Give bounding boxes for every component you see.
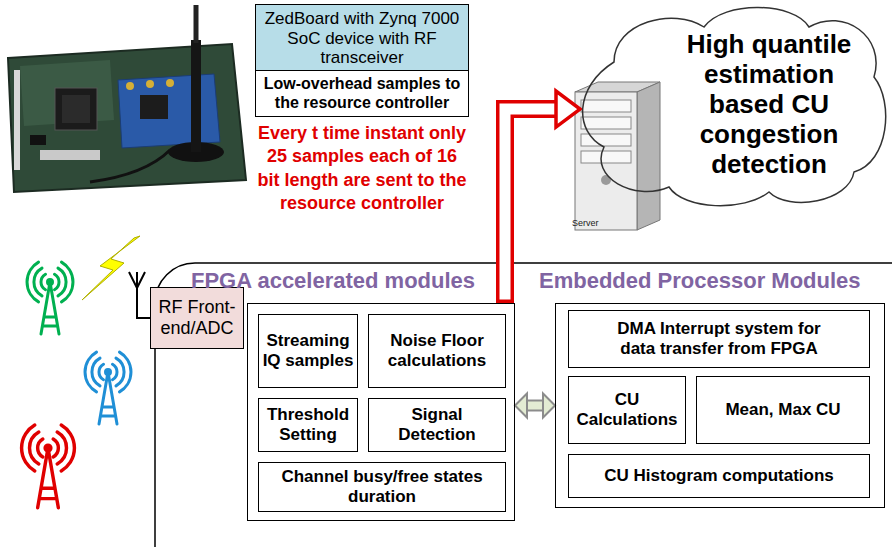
box-text: Low-overhead samples to the resource con…	[259, 75, 465, 112]
module-box: Noise Floor calculations	[368, 314, 506, 388]
cloud-node: High quantile estimation based CU conges…	[574, 2, 888, 208]
module-box: Channel busy/free states duration	[258, 462, 506, 512]
wireless-bolt	[82, 236, 140, 300]
box-text: Threshold Setting	[262, 405, 354, 444]
arrow-head	[515, 394, 527, 418]
box-text: Signal Detection	[372, 405, 502, 444]
rf-card	[118, 74, 220, 148]
chip-top	[62, 95, 90, 123]
antenna-cable	[90, 150, 170, 182]
box-text: Channel busy/free states duration	[262, 467, 502, 506]
module-box: CU Histogram computations	[568, 454, 870, 498]
power-button	[601, 175, 611, 185]
base-station-green	[27, 262, 73, 334]
cloud-outline	[583, 7, 886, 205]
base-station-red	[22, 425, 75, 508]
server-icon	[575, 82, 660, 230]
server-front	[575, 92, 637, 230]
base-station-blue	[85, 352, 131, 424]
sma-connector	[126, 82, 134, 90]
antenna-tip	[194, 5, 199, 43]
system-panel	[155, 263, 892, 547]
box-text: CU Histogram computations	[572, 466, 866, 486]
chip	[55, 88, 97, 130]
rf-chip	[140, 95, 168, 119]
connector	[40, 150, 100, 160]
box-text: Streaming IQ samples	[262, 331, 354, 370]
server-caption: Server	[572, 219, 632, 229]
module-box: DMA Interrupt system for data transfer f…	[568, 310, 870, 368]
fpga-group: FPGA accelerated modulesStreaming IQ sam…	[247, 303, 515, 521]
antenna-symbol	[129, 272, 150, 318]
group-heading: FPGA accelerated modules	[191, 268, 475, 294]
arrow-head	[556, 91, 580, 127]
box-text: Mean, Max CU	[700, 400, 866, 420]
module-box: Streaming IQ samples	[258, 314, 358, 388]
box-text: CU Calculations	[572, 390, 682, 429]
annotation-text: Every t time instant only 25 samples eac…	[256, 122, 468, 216]
drive-bay	[581, 151, 631, 163]
module-box: Threshold Setting	[258, 398, 358, 452]
pcb	[8, 44, 246, 192]
board-box: ZedBoard with Zynq 7000 SoC device with …	[255, 4, 469, 73]
box-text: Noise Floor calculations	[372, 331, 502, 370]
sma-connector	[146, 80, 154, 88]
box-text: DMA Interrupt system for data transfer f…	[607, 319, 832, 358]
sma-connector	[166, 79, 174, 87]
box-text: RF Front-end/ADC	[154, 297, 240, 338]
header-pins	[14, 70, 20, 170]
chip-small	[30, 135, 46, 145]
rf-frontend-box: RF Front-end/ADC	[150, 287, 244, 349]
drive-bay	[581, 134, 631, 146]
drive-bay	[581, 100, 631, 112]
arrow-shaft-outline	[526, 400, 544, 412]
note-box: Low-overhead samples to the resource con…	[255, 70, 469, 117]
module-box: Mean, Max CU	[696, 376, 870, 444]
antenna-rod	[191, 40, 201, 152]
group-heading: Embedded Processor Modules	[539, 268, 861, 294]
box-text: ZedBoard with Zynq 7000 SoC device with …	[259, 9, 465, 68]
cloud-text: High quantile estimation based CU conges…	[674, 30, 864, 179]
board-photo	[8, 5, 246, 192]
drive-bay	[581, 117, 631, 129]
cloud-text-area: High quantile estimation based CU conges…	[674, 20, 864, 190]
server-side	[637, 82, 660, 230]
bus-arrow	[515, 394, 555, 418]
module-box: Signal Detection	[368, 398, 506, 452]
module-box: CU Calculations	[568, 376, 686, 444]
arrow-shaft-fill	[526, 402, 544, 410]
arrow-head	[543, 394, 555, 418]
processor-group: Embedded Processor ModulesDMA Interrupt …	[555, 303, 885, 508]
